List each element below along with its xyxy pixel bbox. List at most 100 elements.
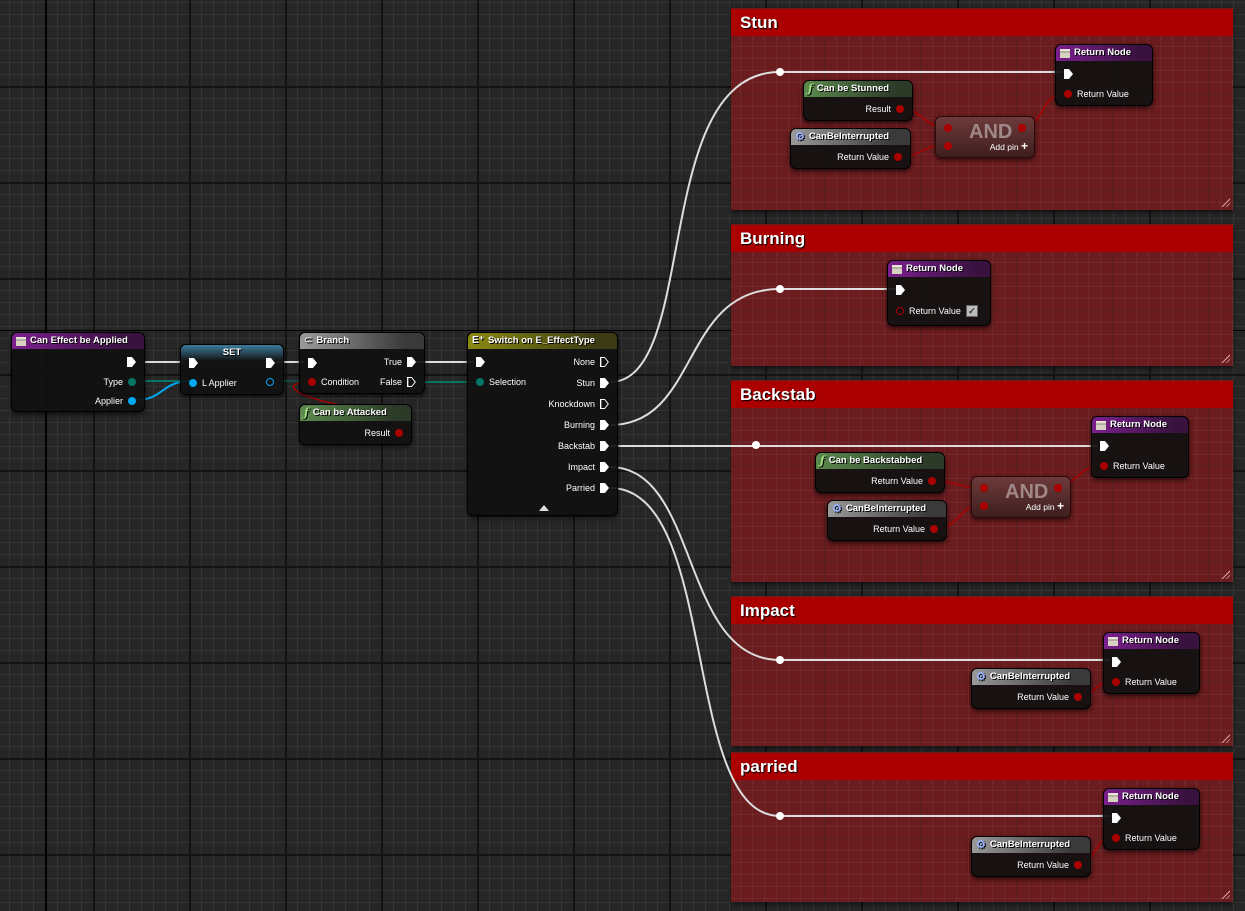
branch-node[interactable]: ⊂ Branch True Condition False [299, 332, 425, 394]
set-variable-node[interactable]: SET L Applier [180, 344, 284, 395]
bool-pin-icon[interactable] [1054, 484, 1062, 492]
gear-icon: ⚙ [795, 131, 805, 143]
and-boolean-node[interactable]: AND Add pin + [971, 476, 1071, 518]
pin-label: Return Value [1125, 677, 1177, 687]
return-node[interactable]: Return Node Return Value [1091, 416, 1189, 478]
return-value-pin[interactable]: Return Value [837, 152, 902, 162]
result-pin[interactable]: Result [865, 104, 904, 114]
bool-pin-icon [894, 153, 902, 161]
node-title: Can Effect be Applied [30, 335, 128, 346]
bool-pin-icon[interactable] [980, 484, 988, 492]
applier-pin[interactable]: Applier [95, 396, 136, 406]
bool-pin-icon[interactable] [980, 502, 988, 510]
and-boolean-node[interactable]: AND Add pin + [935, 116, 1035, 158]
collapse-arrow-icon[interactable] [539, 505, 549, 511]
return-node[interactable]: Return Node Return Value✓ [887, 260, 991, 326]
return-value-pin[interactable]: Return Value [1112, 833, 1177, 843]
object-pin-icon [128, 397, 136, 405]
exec-in-pin[interactable] [308, 358, 317, 368]
exec-in-pin[interactable] [476, 357, 485, 367]
output-pin-burning[interactable]: Burning [564, 420, 609, 430]
return-value-pin[interactable]: Return Value [873, 524, 938, 534]
return-node[interactable]: Return Node Return Value [1103, 632, 1200, 694]
comment-title[interactable]: Impact [731, 597, 1233, 624]
can-be-interrupted-node[interactable]: ⚙CanBeInterrupted Return Value [790, 128, 911, 169]
output-pin-parried[interactable]: Parried [566, 483, 609, 493]
bool-pin-icon [928, 477, 936, 485]
bool-pin-icon[interactable] [944, 124, 952, 132]
exec-out-pin[interactable] [266, 358, 275, 368]
bool-pin-icon [1074, 693, 1082, 701]
exec-pin-icon [600, 399, 609, 409]
pin-label: Result [865, 104, 891, 114]
output-pin-impact[interactable]: Impact [568, 462, 609, 472]
exec-pin-icon [600, 462, 609, 472]
selection-pin[interactable]: Selection [476, 377, 526, 387]
resize-grip-icon[interactable] [1220, 889, 1230, 899]
return-value-pin[interactable]: Return Value✓ [896, 305, 978, 317]
pin-label: Applier [94, 396, 123, 406]
resize-grip-icon[interactable] [1220, 569, 1230, 579]
switch-on-enum-node[interactable]: E⁺ Switch on E_EffectType Selection None… [467, 332, 618, 516]
add-pin-button[interactable]: Add pin + [1025, 499, 1064, 513]
switch-icon: E⁺ [472, 335, 484, 346]
bool-pin-icon [308, 378, 316, 386]
resize-grip-icon[interactable] [1220, 197, 1230, 207]
exec-in-pin[interactable] [189, 358, 198, 368]
resize-grip-icon[interactable] [1220, 353, 1230, 363]
exec-pin-icon [308, 358, 317, 368]
exec-in-pin[interactable] [1100, 441, 1109, 451]
return-value-pin[interactable]: Return Value [871, 476, 936, 486]
exec-pin-icon [896, 285, 905, 295]
return-node[interactable]: Return Node Return Value [1103, 788, 1200, 850]
l-applier-out-pin[interactable] [266, 378, 274, 386]
return-value-checkbox[interactable]: ✓ [965, 305, 978, 317]
bool-pin-icon[interactable] [944, 142, 952, 150]
exec-in-pin[interactable] [1112, 657, 1121, 667]
can-be-interrupted-node[interactable]: ⚙CanBeInterrupted Return Value [971, 836, 1091, 877]
bool-pin-icon[interactable] [1018, 124, 1026, 132]
comment-title[interactable]: Stun [731, 9, 1233, 36]
exec-pin-icon [1100, 441, 1109, 451]
return-node-icon [1060, 48, 1070, 58]
exec-in-pin[interactable] [896, 285, 905, 295]
return-value-pin[interactable]: Return Value [1100, 461, 1165, 471]
exec-in-pin[interactable] [1064, 69, 1073, 79]
return-value-pin[interactable]: Return Value [1064, 89, 1129, 99]
resize-grip-icon[interactable] [1220, 733, 1230, 743]
type-pin[interactable]: Type [103, 377, 136, 387]
output-pin-knockdown[interactable]: Knockdown [548, 399, 609, 409]
add-pin-button[interactable]: Add pin + [989, 139, 1028, 153]
l-applier-pin[interactable]: L Applier [189, 378, 237, 388]
condition-pin[interactable]: Condition [308, 377, 359, 387]
exec-out-pin[interactable] [127, 357, 136, 367]
true-pin[interactable]: True [384, 357, 416, 367]
function-entry-node[interactable]: Can Effect be Applied Type Applier [11, 332, 145, 412]
return-value-pin[interactable]: Return Value [1017, 692, 1082, 702]
function-icon: ƒ [808, 82, 813, 95]
can-be-interrupted-node[interactable]: ⚙CanBeInterrupted Return Value [827, 500, 947, 541]
return-value-pin[interactable]: Return Value [1112, 677, 1177, 687]
pin-label: Return Value [871, 476, 923, 486]
output-pin-none[interactable]: None [573, 357, 609, 367]
bool-pin-icon [896, 307, 904, 315]
comment-title[interactable]: parried [731, 753, 1233, 780]
exec-pin-icon [600, 441, 609, 451]
result-pin[interactable]: Result [364, 428, 403, 438]
output-pin-stun[interactable]: Stun [576, 378, 609, 388]
output-pin-backstab[interactable]: Backstab [558, 441, 609, 451]
return-value-pin[interactable]: Return Value [1017, 860, 1082, 870]
can-be-interrupted-node[interactable]: ⚙CanBeInterrupted Return Value [971, 668, 1091, 709]
return-node[interactable]: Return Node Return Value [1055, 44, 1153, 106]
exec-pin-icon [1112, 657, 1121, 667]
comment-title[interactable]: Backstab [731, 381, 1233, 408]
exec-pin-icon [1112, 813, 1121, 823]
exec-in-pin[interactable] [1112, 813, 1121, 823]
bool-pin-icon [1074, 861, 1082, 869]
comment-title[interactable]: Burning [731, 225, 1233, 252]
can-be-attacked-node[interactable]: ƒ Can be Attacked Result [299, 404, 412, 445]
exec-pin-icon [407, 357, 416, 367]
false-pin[interactable]: False [380, 377, 416, 387]
